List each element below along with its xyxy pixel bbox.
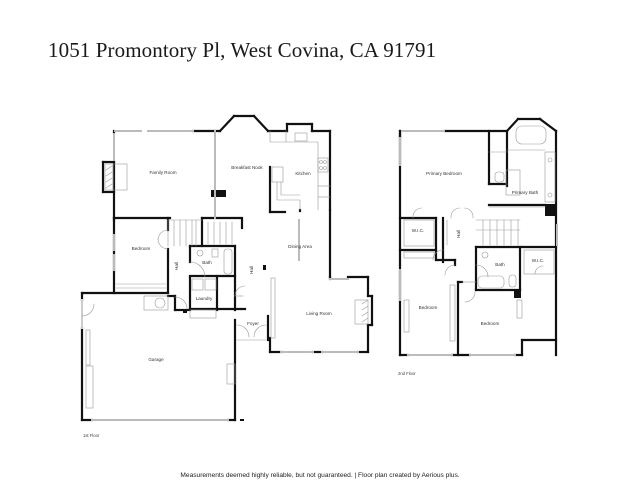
- room-label-garage: Garage: [148, 357, 164, 362]
- room-label-kitchen: Kitchen: [295, 171, 311, 176]
- room-label-hall-2: Hall: [249, 266, 254, 274]
- room-label-living-room: Living Room: [306, 311, 332, 316]
- room-label-dining-area: Dining Area: [288, 244, 312, 249]
- room-label-bedroom: Bedroom: [132, 246, 151, 251]
- room-label-bedroom-2: Bedroom: [419, 305, 438, 310]
- first-floor-plan: [80, 114, 374, 422]
- room-label-bath: Bath: [202, 260, 212, 265]
- second-floor-room-labels: Primary Bedroom Primary Bath W.I.C. Hall…: [398, 171, 544, 376]
- room-label-bath-upstairs: Bath: [495, 262, 505, 267]
- room-label-primary-bedroom: Primary Bedroom: [426, 171, 462, 176]
- room-label-laundry: Laundry: [196, 296, 213, 301]
- property-address-title: 1051 Promontory Pl, West Covina, CA 9179…: [48, 38, 437, 62]
- room-label-hall: Hall: [174, 262, 179, 270]
- room-label-breakfast-nook: Breakfast Nook: [231, 165, 263, 170]
- room-label-family-room: Family Room: [149, 170, 176, 175]
- second-floor-label: 2nd Floor: [398, 371, 416, 376]
- room-label-hall-upstairs: Hall: [456, 230, 461, 238]
- disclaimer-footer: Measurements deemed highly reliable, but…: [180, 472, 460, 479]
- room-label-wic: W.I.C.: [412, 228, 425, 233]
- first-floor-label: 1st Floor: [83, 433, 100, 438]
- room-label-primary-bath: Primary Bath: [512, 190, 539, 195]
- room-label-foyer: Foyer: [247, 321, 259, 326]
- room-label-bedroom-3: Bedroom: [481, 321, 500, 326]
- room-label-wic-2: W.I.C.: [532, 258, 545, 263]
- first-floor-room-labels: Family Room Breakfast Nook Kitchen Bedro…: [83, 165, 332, 438]
- second-floor-plan: [398, 117, 558, 357]
